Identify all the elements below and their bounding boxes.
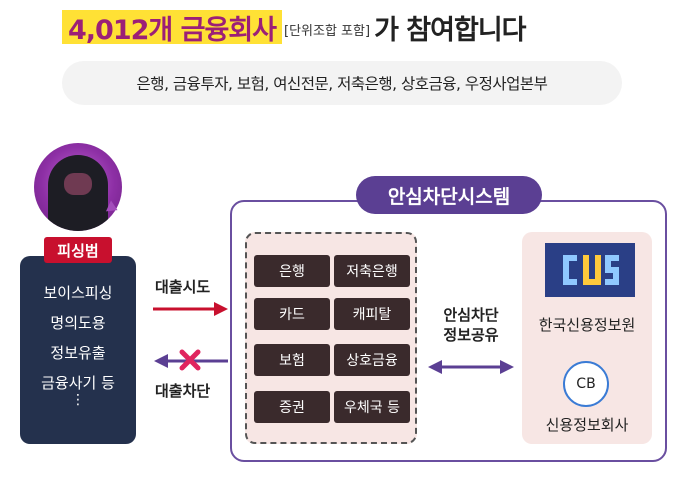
institution-chip: 저축은행 xyxy=(334,255,410,287)
system-title: 안심차단시스템 xyxy=(356,176,542,214)
blocked-x-icon xyxy=(179,349,201,371)
phisher-crime-list: 보이스피싱 명의도용 정보유출 금융사기 등 ⋮ xyxy=(20,256,136,444)
institution-chip: 카드 xyxy=(254,298,330,330)
title-institution-count: 4,012개 금융회사 xyxy=(68,14,277,46)
loan-block-arrow-icon xyxy=(154,354,228,368)
crime-item: 금융사기 등 xyxy=(41,374,115,392)
crime-item: 보이스피싱 xyxy=(43,284,113,302)
loan-attempt-label: 대출시도 xyxy=(155,278,211,296)
institution-chip: 은행 xyxy=(254,255,330,287)
institution-chip: 보험 xyxy=(254,344,330,376)
kcis-logo-icon xyxy=(545,243,635,297)
loan-attempt-arrow-icon xyxy=(153,302,228,316)
info-share-label: 안심차단 정보공유 xyxy=(443,306,499,344)
page-title: 4,012개 금융회사 [단위조합 포함] 가 참여합니다 xyxy=(62,6,527,48)
institution-chip: 상호금융 xyxy=(334,344,410,376)
more-dots-icon: ⋮ xyxy=(71,392,85,408)
kcis-label: 한국신용정보원 xyxy=(538,316,636,334)
credit-bureau-label: 신용정보회사 xyxy=(545,416,629,434)
cb-badge: CB xyxy=(563,361,609,407)
loan-block-label: 대출차단 xyxy=(155,382,211,400)
hooded-hacker-icon xyxy=(34,143,122,231)
title-highlight: 4,012개 금융회사 xyxy=(62,10,283,46)
crime-item: 명의도용 xyxy=(50,314,106,332)
institution-chip: 우체국 등 xyxy=(334,391,410,423)
institution-chip: 증권 xyxy=(254,391,330,423)
title-note: [단위조합 포함] xyxy=(284,23,371,39)
info-share-arrow-icon xyxy=(428,360,514,374)
institution-chip: 캐피탈 xyxy=(334,298,410,330)
sector-list: 은행, 금융투자, 보험, 여신전문, 저축은행, 상호금융, 우정사업본부 xyxy=(62,61,622,105)
title-rest: 가 참여합니다 xyxy=(374,14,526,46)
crime-item: 정보유출 xyxy=(50,344,106,362)
phisher-tag: 피싱범 xyxy=(44,237,112,263)
